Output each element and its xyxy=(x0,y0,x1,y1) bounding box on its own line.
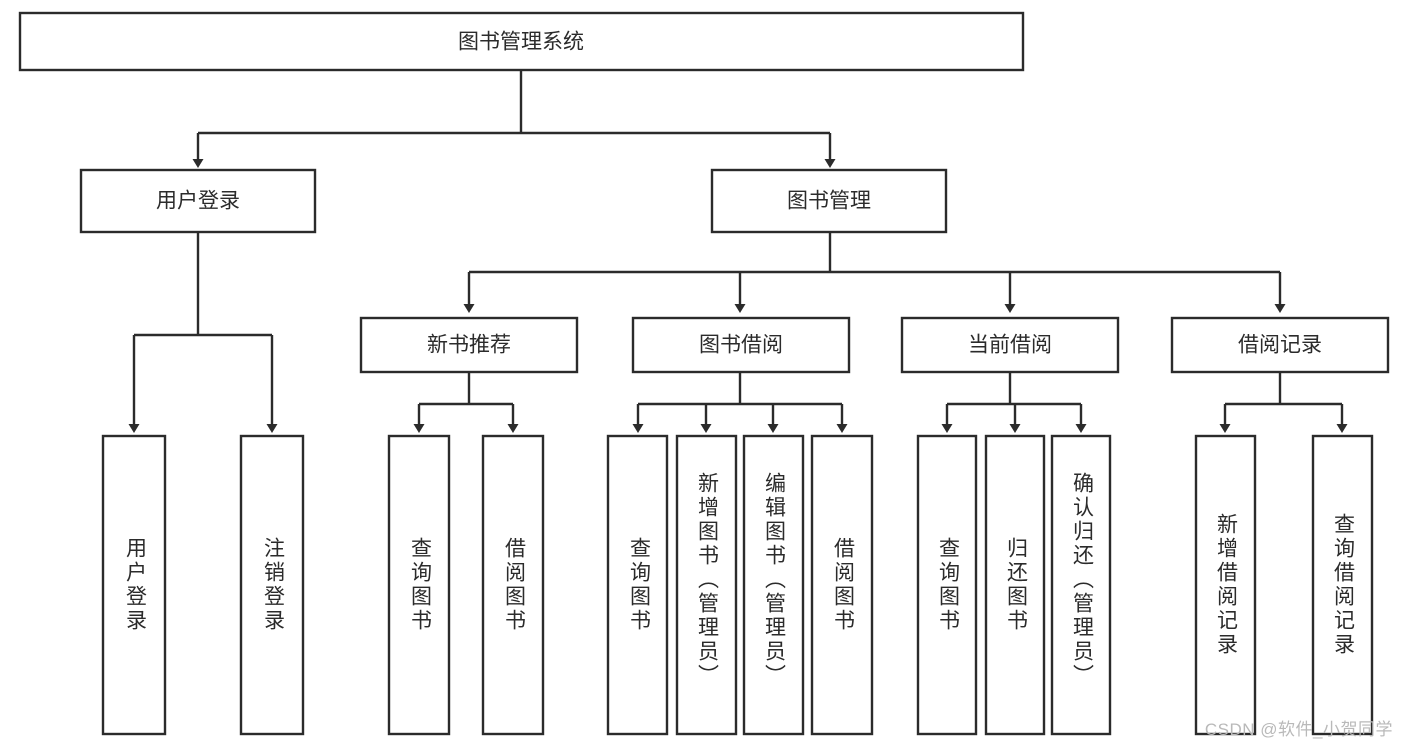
node-current-borrow-label: 当前借阅 xyxy=(968,334,1052,357)
node-current-borrow[interactable]: 当前借阅 xyxy=(900,316,1120,374)
node-leaf-query-book-3-label: 查询图书 xyxy=(936,537,960,633)
node-leaf-borrow-book-2-box[interactable] xyxy=(810,434,874,736)
node-leaf-borrow-book-2[interactable]: 借阅图书 xyxy=(810,434,874,736)
node-root-label: 图书管理系统 xyxy=(458,31,584,54)
node-leaf-user-login[interactable]: 用户登录 xyxy=(101,434,167,736)
node-leaf-add-record-box[interactable] xyxy=(1194,434,1257,736)
node-borrow-record-label: 借阅记录 xyxy=(1238,334,1322,357)
node-leaf-add-book-box[interactable] xyxy=(675,434,738,736)
node-book-management-label: 图书管理 xyxy=(787,190,871,213)
node-leaf-return-book[interactable]: 归还图书 xyxy=(984,434,1046,736)
node-leaf-query-book-2-box[interactable] xyxy=(606,434,669,736)
node-leaf-logout-login-box[interactable] xyxy=(239,434,305,736)
node-leaf-borrow-book-1[interactable]: 借阅图书 xyxy=(481,434,545,736)
node-leaf-edit-book[interactable]: 编辑图书（管理员） xyxy=(742,434,805,736)
node-borrow-record[interactable]: 借阅记录 xyxy=(1170,316,1390,374)
node-leaf-confirm-return-label: 确认归还（管理员） xyxy=(1070,472,1094,688)
node-leaf-query-book-1-box[interactable] xyxy=(387,434,451,736)
node-leaf-query-book-3[interactable]: 查询图书 xyxy=(916,434,978,736)
node-leaf-query-book-1[interactable]: 查询图书 xyxy=(387,434,451,736)
node-user-login-label: 用户登录 xyxy=(156,190,240,213)
node-root[interactable]: 图书管理系统 xyxy=(18,11,1025,72)
node-book-management-box[interactable] xyxy=(710,168,948,234)
node-book-management[interactable]: 图书管理 xyxy=(710,168,948,234)
node-new-book-recommend[interactable]: 新书推荐 xyxy=(359,316,579,374)
node-borrow-record-box[interactable] xyxy=(1170,316,1390,374)
node-leaf-query-record[interactable]: 查询借阅记录 xyxy=(1311,434,1374,736)
node-book-borrow-label: 图书借阅 xyxy=(699,334,783,357)
node-current-borrow-box[interactable] xyxy=(900,316,1120,374)
node-leaf-query-record-label: 查询借阅记录 xyxy=(1331,513,1355,657)
node-leaf-query-book-2[interactable]: 查询图书 xyxy=(606,434,669,736)
node-leaf-add-book-label: 新增图书（管理员） xyxy=(695,472,719,688)
node-user-login-box[interactable] xyxy=(79,168,317,234)
node-leaf-add-record-label: 新增借阅记录 xyxy=(1214,513,1238,657)
node-book-borrow-box[interactable] xyxy=(631,316,851,374)
node-leaf-borrow-book-2-label: 借阅图书 xyxy=(831,537,855,633)
node-leaf-confirm-return[interactable]: 确认归还（管理员） xyxy=(1050,434,1112,736)
node-new-book-recommend-label: 新书推荐 xyxy=(427,334,511,357)
node-leaf-user-login-label: 用户登录 xyxy=(123,537,147,633)
node-leaf-edit-book-box[interactable] xyxy=(742,434,805,736)
node-leaf-logout-login[interactable]: 注销登录 xyxy=(239,434,305,736)
node-new-book-recommend-box[interactable] xyxy=(359,316,579,374)
node-leaf-query-book-2-label: 查询图书 xyxy=(627,537,651,633)
node-leaf-logout-login-label: 注销登录 xyxy=(261,537,285,633)
node-leaf-borrow-book-1-label: 借阅图书 xyxy=(502,537,526,633)
node-leaf-add-book[interactable]: 新增图书（管理员） xyxy=(675,434,738,736)
node-leaf-confirm-return-box[interactable] xyxy=(1050,434,1112,736)
node-root-box[interactable] xyxy=(18,11,1025,72)
node-leaf-query-book-3-box[interactable] xyxy=(916,434,978,736)
node-leaf-add-record[interactable]: 新增借阅记录 xyxy=(1194,434,1257,736)
node-leaf-user-login-box[interactable] xyxy=(101,434,167,736)
node-leaf-return-book-label: 归还图书 xyxy=(1004,537,1028,633)
node-leaf-edit-book-label: 编辑图书（管理员） xyxy=(762,472,786,688)
node-leaf-borrow-book-1-box[interactable] xyxy=(481,434,545,736)
node-book-borrow[interactable]: 图书借阅 xyxy=(631,316,851,374)
node-leaf-query-record-box[interactable] xyxy=(1311,434,1374,736)
node-user-login[interactable]: 用户登录 xyxy=(79,168,317,234)
connector-group xyxy=(128,70,1348,433)
node-leaf-return-book-box[interactable] xyxy=(984,434,1046,736)
node-leaf-query-book-1-label: 查询图书 xyxy=(408,537,432,633)
